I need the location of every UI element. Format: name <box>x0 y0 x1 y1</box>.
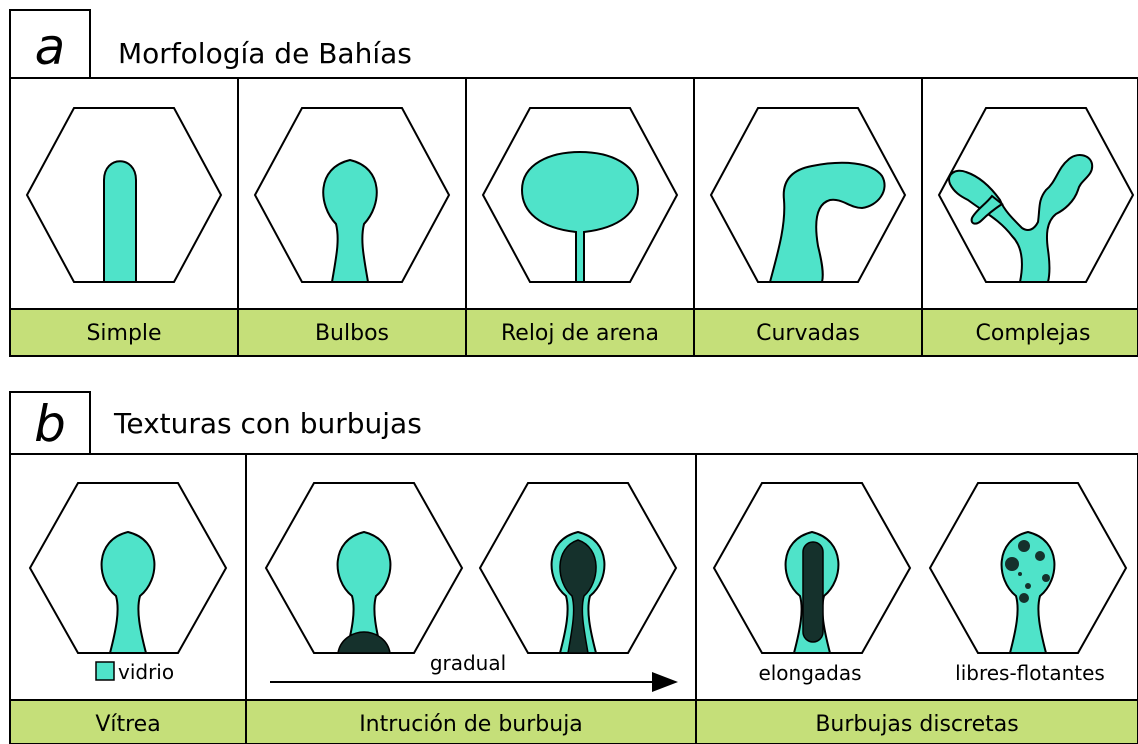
panel-b: b Texturas con burbujas <box>9 391 1138 744</box>
gradual-arrow-head <box>652 672 678 692</box>
label-burbujas-discretas: Burbujas discretas <box>815 712 1018 737</box>
panel-a-label-band <box>9 308 1138 357</box>
bubble-intrusion-base <box>337 631 391 654</box>
label-complejas: Complejas <box>976 321 1091 346</box>
panel-a: a Morfología de Bahías Simple Bulbos Rel… <box>9 9 1138 357</box>
bubble-intrusion-fill <box>559 539 597 654</box>
glass-legend-swatch <box>95 661 115 681</box>
crystal-hexagon <box>937 107 1135 283</box>
label-bulbos: Bulbos <box>315 321 389 346</box>
free-bubble <box>1018 540 1030 552</box>
panel-b-label-band <box>9 699 1138 744</box>
glass-legend-label: vidrio <box>118 660 174 684</box>
label-reloj-de-arena: Reloj de arena <box>501 321 659 346</box>
label-intrucion-de-burbuja: Intrución de burbuja <box>359 712 583 737</box>
embayment-bulbous <box>322 158 378 283</box>
label-simple: Simple <box>86 321 161 346</box>
free-bubble <box>1025 583 1031 589</box>
embayment-complex <box>948 154 1094 283</box>
embayment-bubble-intrusion <box>336 530 392 654</box>
embayment-hourglass <box>520 150 640 283</box>
free-bubble <box>1018 572 1022 576</box>
embayment-simple <box>103 160 137 283</box>
embayment-vitreous <box>100 530 156 654</box>
free-bubble <box>1005 557 1019 571</box>
gradual-label: gradual <box>430 651 506 675</box>
panel-a-letter-box <box>9 9 91 79</box>
panel-b-title: Texturas con burbujas <box>113 407 422 440</box>
sub-label-libres-flotantes: libres-flotantes <box>955 661 1105 685</box>
panel-b-grid <box>9 453 1138 744</box>
free-bubble <box>1042 574 1050 582</box>
embayment-complex-branch <box>970 194 1004 225</box>
sub-label-elongadas: elongadas <box>758 661 861 685</box>
panel-a-letter: a <box>35 18 66 76</box>
panel-b-letter: b <box>34 395 66 453</box>
label-vitrea: Vítrea <box>95 712 160 737</box>
elongated-bubble <box>802 541 824 643</box>
embayment-curved <box>768 161 886 283</box>
label-curvadas: Curvadas <box>756 321 860 346</box>
free-bubble <box>1035 551 1045 561</box>
panel-a-title: Morfología de Bahías <box>118 37 412 70</box>
free-bubble <box>1019 593 1029 603</box>
panel-b-letter-box <box>9 391 91 455</box>
